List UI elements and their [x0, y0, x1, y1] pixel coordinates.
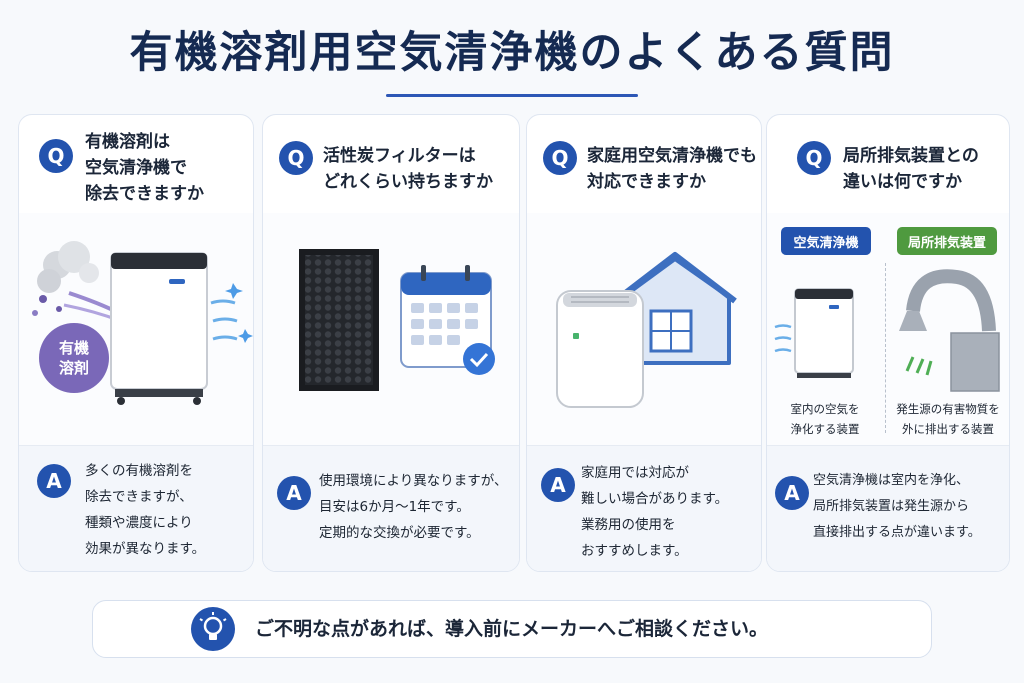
question-text: 家庭用空気清浄機でも 対応できますか [587, 146, 757, 192]
answer-section: A 多くの有機溶剤を 除去できますが、 種類や濃度により 効果が異なります。 [19, 445, 253, 571]
q-badge: Q [797, 141, 831, 175]
tag-air-purifier: 空気清浄機 [781, 227, 871, 255]
question-header: Q 家庭用空気清浄機でも 対応できますか [527, 115, 761, 211]
answer-section: A 使用環境により異なりますが、 目安は6か月〜1年です。 定期的な交換が必要で… [263, 445, 519, 571]
footer-notice: ご不明な点があれば、導入前にメーカーへご相談ください。 [92, 600, 932, 658]
question-header: Q 活性炭フィルターは どれくらい持ちますか [263, 115, 519, 211]
question-header: Q 有機溶剤は 空気清浄機で 除去できますか [19, 115, 253, 211]
answer-text: 空気清浄機は室内を浄化、 局所排気装置は発生源から 直接排出する点が違います。 [813, 473, 981, 540]
footer-text: ご不明な点があれば、導入前にメーカーへご相談ください。 [255, 618, 769, 640]
page-title: 有機溶剤用空気清浄機のよくある質問 [129, 28, 895, 78]
question-text: 有機溶剤は 空気清浄機で 除去できますか [85, 132, 204, 204]
q-badge: Q [279, 141, 313, 175]
faq-card-2: Q 活性炭フィルターは どれくらい持ちますか [262, 114, 520, 572]
a-badge: A [775, 476, 809, 510]
home-purifier-illustration [556, 252, 737, 408]
faq-card-4: Q 局所排気装置との 違いは何ですか 空気清浄機 局所排気装置 室内の空気を 浄… [766, 114, 1010, 572]
question-text: 活性炭フィルターは どれくらい持ちますか [323, 146, 493, 192]
tag-local-exhaust: 局所排気装置 [897, 227, 997, 255]
caption-local-exhaust: 発生源の有害物質を 外に排出する装置 [896, 402, 1000, 436]
answer-section: A 家庭用では対応が 難しい場合があります。 業務用の使用を おすすめします。 [527, 445, 761, 571]
q-badge: Q [39, 139, 73, 173]
comparison-divider [885, 263, 886, 433]
lightbulb-icon [191, 607, 235, 651]
answer-section: A 空気清浄機は室内を浄化、 局所排気装置は発生源から 直接排出する点が違います… [767, 445, 1009, 571]
a-badge: A [277, 476, 311, 510]
faq-card-1: Q 有機溶剤は 空気清浄機で 除去できますか 有機 溶剤 [18, 114, 254, 572]
answer-text: 使用環境により異なりますが、 目安は6か月〜1年です。 定期的な交換が必要です。 [319, 473, 508, 541]
comparison-illustration [774, 269, 1000, 392]
faq-card-3: Q 家庭用空気清浄機でも 対応できますか A 家庭用では対応が 難しい場合があり… [526, 114, 762, 572]
answer-text: 家庭用では対応が 難しい場合があります。 業務用の使用を おすすめします。 [581, 465, 729, 559]
a-badge: A [541, 468, 575, 502]
solvent-bubble: 有機 溶剤 [39, 323, 109, 393]
answer-text: 多くの有機溶剤を 除去できますが、 種類や濃度により 効果が異なります。 [85, 463, 206, 557]
q-badge: Q [543, 141, 577, 175]
question-text: 局所排気装置との 違いは何ですか [843, 146, 979, 192]
question-header: Q 局所排気装置との 違いは何ですか [767, 115, 1009, 211]
carbon-filter-illustration [299, 249, 495, 391]
caption-air-purifier: 室内の空気を 浄化する装置 [790, 402, 860, 436]
purifier-illustration [32, 241, 253, 405]
a-badge: A [37, 464, 71, 498]
title-underline [386, 94, 638, 97]
